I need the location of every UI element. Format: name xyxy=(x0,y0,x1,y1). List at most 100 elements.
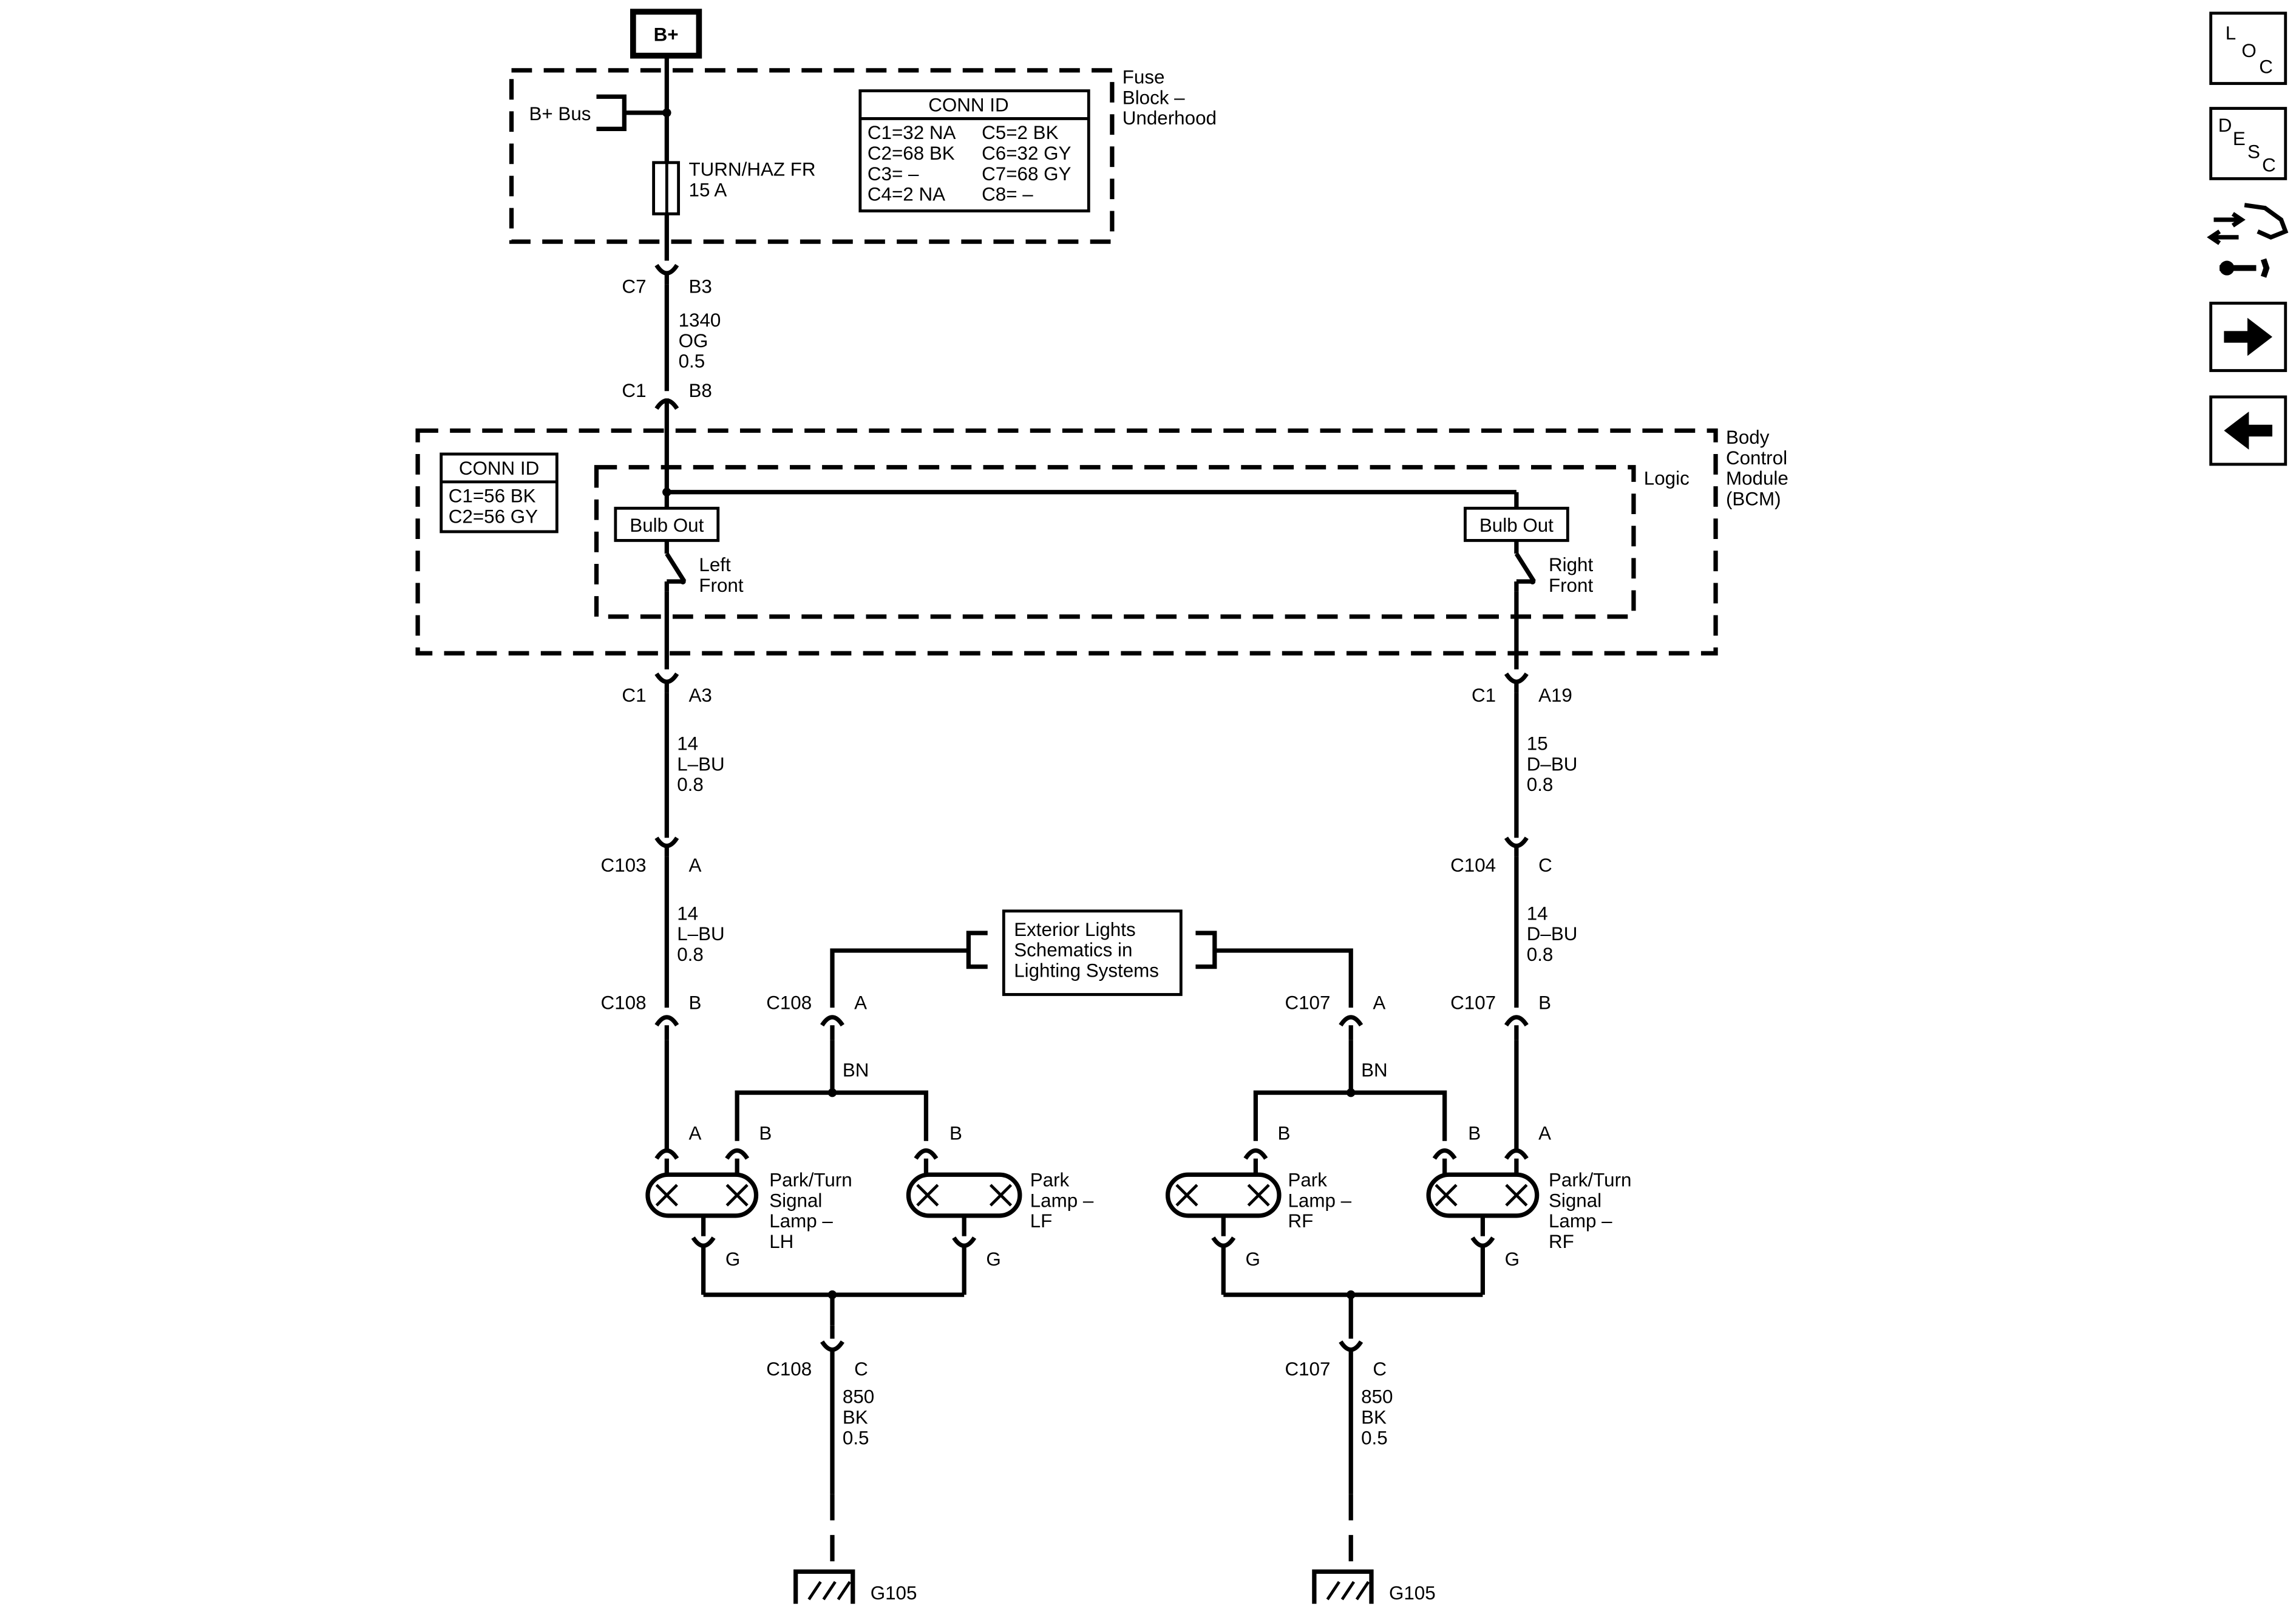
connector-c7-pin: B3 xyxy=(689,276,712,297)
bcm-logic-label: Logic xyxy=(1644,468,1690,489)
connector-c1-b8-id: C1 xyxy=(622,380,646,401)
svg-text:Schematics in: Schematics in xyxy=(1014,940,1132,961)
loc-letter-c: C xyxy=(2259,56,2273,78)
ground-wire-right-label: 850 BK 0.5 xyxy=(1361,1386,1398,1449)
bcm-left-driver: Bulb Out Left Front xyxy=(614,506,744,596)
connector-c108-b xyxy=(654,1015,679,1027)
svg-text:C1=56 BK: C1=56 BK xyxy=(449,486,536,507)
connector-c7 xyxy=(654,263,679,276)
desc-button[interactable]: D E S C xyxy=(2209,107,2288,180)
lamp-lf-label: Park Lamp – LF xyxy=(1030,1170,1099,1232)
connector-c1-a19-pin: A19 xyxy=(1538,685,1572,706)
park-feed-left-wire xyxy=(830,948,969,1008)
diagnostic-button[interactable] xyxy=(2207,203,2289,278)
connector-c104 xyxy=(1504,836,1529,849)
svg-text:C4=2 NA: C4=2 NA xyxy=(868,184,945,205)
bcm-logic-boundary xyxy=(594,465,1636,619)
connector-c107-a xyxy=(1339,1015,1364,1027)
lamp-lh-pin-b: B xyxy=(759,1122,772,1144)
svg-text:C2=56 GY: C2=56 GY xyxy=(449,506,538,527)
right-wire-label-1: 15 D–BU 0.8 xyxy=(1527,733,1583,795)
lamp-lh-pin-g: G xyxy=(725,1249,740,1270)
loc-letter-l: L xyxy=(2226,22,2236,44)
svg-text:C7=68 GY: C7=68 GY xyxy=(982,163,1071,185)
connector-c107-a-pin: A xyxy=(1373,992,1385,1014)
connector-c1-a19 xyxy=(1504,672,1529,684)
connector-c107-a-id: C107 xyxy=(1285,992,1330,1014)
svg-text:C2=68 BK: C2=68 BK xyxy=(868,143,955,164)
right-wire-label-2: 14 D–BU 0.8 xyxy=(1527,903,1583,965)
left-wire-label-2: 14 L–BU 0.8 xyxy=(677,903,730,965)
park-lamp-rf xyxy=(1165,1148,1282,1295)
connector-c107-c xyxy=(1339,1340,1364,1352)
diagnostic-tool-icon xyxy=(2207,203,2289,278)
connector-c7-id: C7 xyxy=(622,276,646,297)
fuse-block-title: Fuse Block – Underhood xyxy=(1123,67,1217,129)
svg-text:C3= –: C3= – xyxy=(868,163,919,185)
connector-c107-c-pin: C xyxy=(1373,1358,1387,1380)
svg-text:Lighting Systems: Lighting Systems xyxy=(1014,960,1159,981)
desc-letter-e: E xyxy=(2233,128,2246,149)
connector-c108-c-id: C108 xyxy=(766,1358,812,1380)
connector-c104-pin: C xyxy=(1538,855,1552,876)
lamp-rf-pin-g: G xyxy=(1505,1249,1520,1270)
svg-text:Bulb Out: Bulb Out xyxy=(1479,515,1554,536)
svg-text:C6=32 GY: C6=32 GY xyxy=(982,143,1071,164)
lamp-rf-pin-a: A xyxy=(1538,1122,1551,1144)
bus-bracket xyxy=(596,94,627,131)
lamp-rf-park-pin-b: B xyxy=(1278,1122,1291,1144)
connector-c107-b-id: C107 xyxy=(1450,992,1496,1014)
arrow-left-icon xyxy=(2224,412,2273,450)
connector-c1-b8-pin: B8 xyxy=(689,380,712,401)
bcm-right-driver: Bulb Out Right Front xyxy=(1464,506,1598,596)
bcm-conn-id-table: CONN ID C1=56 BK C2=56 GY xyxy=(440,452,559,534)
lamp-lh-pin-a: A xyxy=(689,1122,702,1144)
park-turn-lamp-lh xyxy=(645,1148,759,1295)
connector-c108-a-id: C108 xyxy=(766,992,812,1014)
connector-c1-a3-id: C1 xyxy=(622,685,646,706)
loc-letter-o: O xyxy=(2241,40,2256,61)
lamp-rf-pin-b: B xyxy=(1468,1122,1481,1144)
park-feed-left-split xyxy=(735,1090,929,1141)
fuse-label: TURN/HAZ FR 15 A xyxy=(689,159,821,201)
ground-symbol-left xyxy=(793,1569,855,1604)
park-feed-left-wire-label: BN xyxy=(843,1060,869,1081)
connector-c108-a-pin: A xyxy=(854,992,867,1014)
right-front-switch-label: Right Front xyxy=(1549,554,1598,596)
desc-letter-d: D xyxy=(2218,115,2232,136)
loc-button[interactable]: L O C xyxy=(2209,12,2288,85)
park-feed-right-wire-label: BN xyxy=(1361,1060,1388,1081)
lamp-lf-pin-g: G xyxy=(986,1249,1000,1270)
park-turn-lamp-rf xyxy=(1426,1148,1540,1295)
ground-left-label: G105 xyxy=(871,1582,917,1604)
svg-text:C1=32 NA: C1=32 NA xyxy=(868,122,956,143)
battery-source-label: B+ xyxy=(654,24,679,46)
previous-page-button[interactable] xyxy=(2209,395,2288,466)
next-page-button[interactable] xyxy=(2209,302,2288,372)
reference-bracket-left xyxy=(966,931,988,969)
connector-c107-c-id: C107 xyxy=(1285,1358,1330,1380)
connector-c1-a19-id: C1 xyxy=(1472,685,1496,706)
fuse-block-boundary xyxy=(509,68,1115,244)
connector-c108-b-id: C108 xyxy=(601,992,647,1014)
left-wire-label-1: 14 L–BU 0.8 xyxy=(677,733,730,795)
bplus-bus-label: B+ Bus xyxy=(529,103,591,124)
connector-c107-b-pin: B xyxy=(1538,992,1551,1014)
ground-right-label: G105 xyxy=(1389,1582,1436,1604)
exterior-lights-reference-box[interactable]: Exterior Lights Schematics in Lighting S… xyxy=(1002,909,1183,996)
svg-text:CONN ID: CONN ID xyxy=(459,458,539,479)
svg-text:Exterior Lights: Exterior Lights xyxy=(1014,919,1135,940)
svg-text:CONN ID: CONN ID xyxy=(928,94,1008,115)
battery-source: B+ xyxy=(630,8,702,59)
svg-text:C8= –: C8= – xyxy=(982,184,1033,205)
park-feed-right-split xyxy=(1253,1090,1447,1141)
left-front-switch-label: Left Front xyxy=(699,554,743,596)
desc-letter-s: S xyxy=(2247,141,2260,163)
connector-c107-b xyxy=(1504,1015,1529,1027)
park-feed-right-wire xyxy=(1214,948,1353,1008)
lamp-lf-pin-b: B xyxy=(949,1122,962,1144)
svg-text:Bulb Out: Bulb Out xyxy=(630,515,704,536)
connector-c103-pin: A xyxy=(689,855,702,876)
desc-letter-c: C xyxy=(2262,154,2276,175)
